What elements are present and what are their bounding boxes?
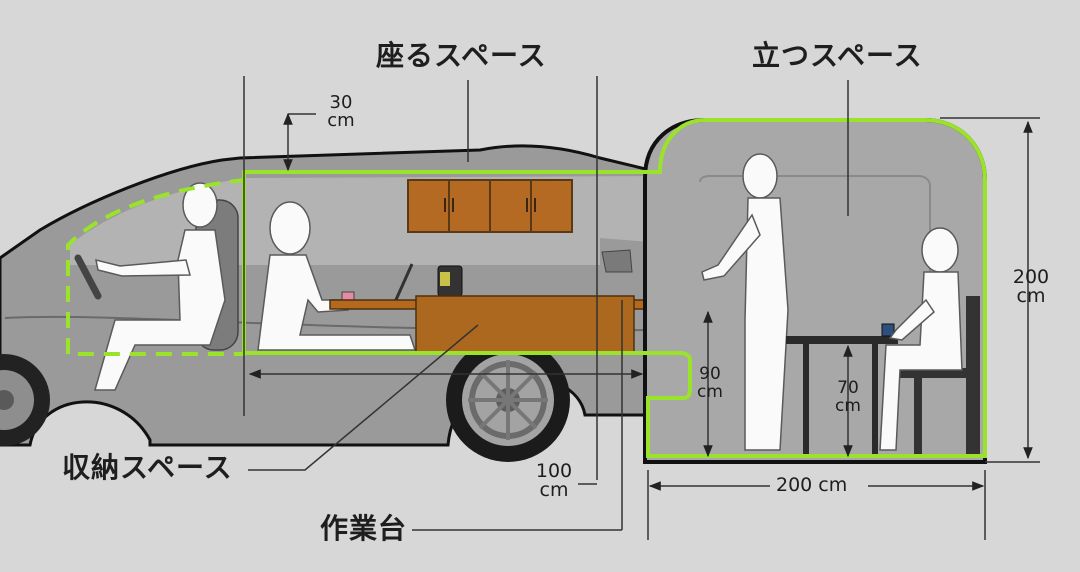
overhead-cabinets	[407, 179, 573, 233]
laptop-icon	[393, 263, 414, 303]
cockpit-dashed-outline	[66, 177, 246, 356]
space-highlight-outlines	[66, 118, 987, 458]
bench-dimension: 100 cm	[534, 462, 574, 500]
headroom-value: 30	[329, 92, 353, 113]
table-dimension: 70 cm	[833, 378, 863, 416]
bench-unit: cm	[539, 479, 569, 501]
height-dimension: 200 cm	[1008, 268, 1054, 306]
kettle-icon	[437, 265, 463, 297]
sitting-space-label: 座るスペース	[376, 39, 547, 72]
tail-light	[601, 249, 633, 273]
height-unit: cm	[1016, 285, 1046, 307]
counter-dimension: 90 cm	[695, 364, 725, 402]
workbench-label: 作業台	[320, 512, 408, 545]
annotation-lines	[243, 76, 1040, 540]
steering-wheel-icon	[74, 254, 102, 300]
standing-person-figure	[701, 153, 789, 451]
table-unit: cm	[835, 395, 861, 416]
headroom-dimension: 30 cm	[326, 94, 356, 130]
living-space-outline	[242, 118, 987, 458]
table-value: 70	[837, 378, 859, 398]
storage-space-label: 収納スペース	[62, 451, 233, 484]
front-wheel-icon	[0, 354, 50, 446]
dining-table	[786, 336, 898, 456]
standing-space-label: 立つスペース	[752, 39, 923, 72]
rear-wheel-icon	[446, 338, 570, 462]
height-value: 200	[1012, 266, 1050, 288]
tent-width-dimension: 200 cm	[776, 474, 848, 496]
chair-icon	[900, 296, 980, 456]
cup-icon	[881, 323, 895, 337]
driver-figure	[94, 182, 239, 391]
seated-person-figure	[879, 227, 963, 451]
bench-value: 100	[535, 460, 573, 482]
counter-unit: cm	[697, 381, 723, 402]
headroom-unit: cm	[327, 110, 355, 131]
counter-value: 90	[699, 364, 721, 384]
